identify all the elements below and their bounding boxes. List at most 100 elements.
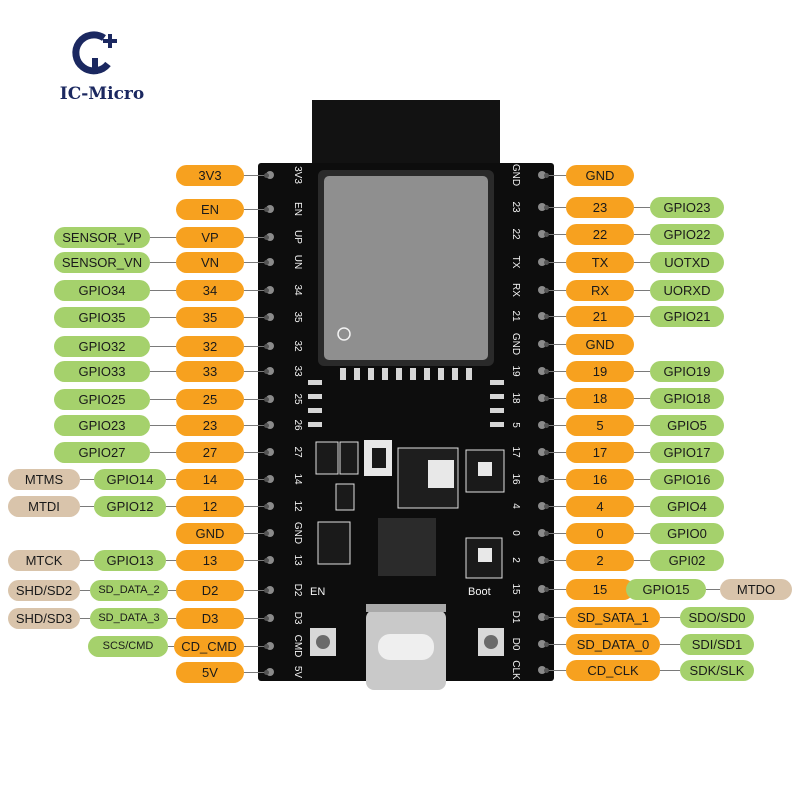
left-function-connector [150, 290, 176, 291]
left-pin-connector-dot [263, 314, 269, 320]
left-pin-connector-dot [263, 669, 269, 675]
left-function-label: SENSOR_VP [54, 227, 150, 248]
left-pin-connector-dot [263, 172, 269, 178]
left-function-label: GPIO32 [54, 336, 150, 357]
right-function-connector [660, 670, 680, 671]
left-function-connector [150, 399, 176, 400]
right-pin-connector-dot [543, 614, 549, 620]
left-pin-label: VN [176, 252, 244, 273]
right-function-label: GPIO17 [650, 442, 724, 463]
left-pin-label: 23 [176, 415, 244, 436]
left-pin-connector [244, 175, 266, 176]
right-function-connector [634, 262, 650, 263]
left-alt-connector [80, 479, 94, 480]
right-function-connector [660, 644, 680, 645]
left-function-connector [166, 506, 176, 507]
right-function-label: GPIO23 [650, 197, 724, 218]
right-pin-connector-dot [543, 449, 549, 455]
right-function-connector [634, 425, 650, 426]
brand: IC-Micro [42, 22, 162, 112]
right-function-label: GPI02 [650, 550, 724, 571]
right-pin-label: GND [566, 334, 634, 355]
right-pin-connector [546, 344, 566, 345]
left-function-connector [150, 262, 176, 263]
right-pin-label: 5 [566, 415, 634, 436]
left-pin-connector [244, 646, 266, 647]
left-pin-connector [244, 560, 266, 561]
right-function-label: GPIO15 [626, 579, 706, 600]
left-pin-label: EN [176, 199, 244, 220]
left-pin-label: CD_CMD [174, 636, 244, 657]
right-pin-connector-dot [543, 476, 549, 482]
left-pin-label: 34 [176, 280, 244, 301]
left-pin-connector [244, 346, 266, 347]
right-function-connector [634, 290, 650, 291]
right-pin-connector [546, 316, 566, 317]
right-pin-connector-dot [543, 287, 549, 293]
left-pin-connector [244, 237, 266, 238]
left-function-label: GPIO23 [54, 415, 150, 436]
right-silk-label: CLK [510, 660, 521, 680]
left-function-connector [168, 618, 176, 619]
left-pin-connector-dot [263, 530, 269, 536]
left-function-connector [150, 317, 176, 318]
right-pin-connector [546, 425, 566, 426]
left-pin-connector [244, 618, 266, 619]
left-pin-connector-dot [263, 557, 269, 563]
left-pin-label: 12 [176, 496, 244, 517]
right-pin-connector-dot [543, 231, 549, 237]
right-pin-label: TX [566, 252, 634, 273]
right-pin-connector [546, 589, 566, 590]
right-pin-label: 18 [566, 388, 634, 409]
right-pin-connector [546, 533, 566, 534]
silk-en-label: EN [310, 586, 326, 598]
left-pin-connector-dot [263, 287, 269, 293]
left-function-connector [166, 560, 176, 561]
right-function-label: GPIO0 [650, 523, 724, 544]
left-function-connector [166, 479, 176, 480]
right-pin-connector [546, 479, 566, 480]
left-function-label: GPIO27 [54, 442, 150, 463]
right-function-connector [634, 506, 650, 507]
right-pin-connector [546, 617, 566, 618]
right-function-label: GPIO4 [650, 496, 724, 517]
right-pin-label: RX [566, 280, 634, 301]
right-pin-connector-dot [543, 557, 549, 563]
right-pin-connector [546, 290, 566, 291]
right-function-connector [660, 617, 680, 618]
left-function-connector [150, 425, 176, 426]
right-pin-connector [546, 371, 566, 372]
left-alt-connector [80, 506, 94, 507]
left-pin-connector [244, 672, 266, 673]
right-pin-connector [546, 398, 566, 399]
left-function-connector [150, 237, 176, 238]
usb-uart-chip [378, 518, 436, 576]
left-function-connector [150, 371, 176, 372]
left-pin-connector-dot [263, 343, 269, 349]
antenna-area [312, 100, 500, 166]
left-function-label: GPIO14 [94, 469, 166, 490]
left-pin-label: 13 [176, 550, 244, 571]
right-alt-label: MTDO [720, 579, 792, 600]
module-marker [337, 327, 351, 341]
left-function-label: GPIO34 [54, 280, 150, 301]
right-pin-connector-dot [543, 530, 549, 536]
right-pin-label: 22 [566, 224, 634, 245]
left-pin-label: 5V [176, 662, 244, 683]
left-function-label: GPIO33 [54, 361, 150, 382]
left-pin-connector [244, 452, 266, 453]
left-pin-label: D2 [176, 580, 244, 601]
left-pin-label: GND [176, 523, 244, 544]
right-pin-connector-dot [543, 341, 549, 347]
left-pin-label: 3V3 [176, 165, 244, 186]
right-pin-connector-dot [543, 172, 549, 178]
right-function-label: SDK/SLK [680, 660, 754, 681]
left-function-connector [168, 646, 174, 647]
right-pin-label: GND [566, 165, 634, 186]
left-function-connector [168, 590, 176, 591]
right-pin-connector-dot [543, 503, 549, 509]
module-shield [324, 176, 488, 360]
left-pin-label: 35 [176, 307, 244, 328]
